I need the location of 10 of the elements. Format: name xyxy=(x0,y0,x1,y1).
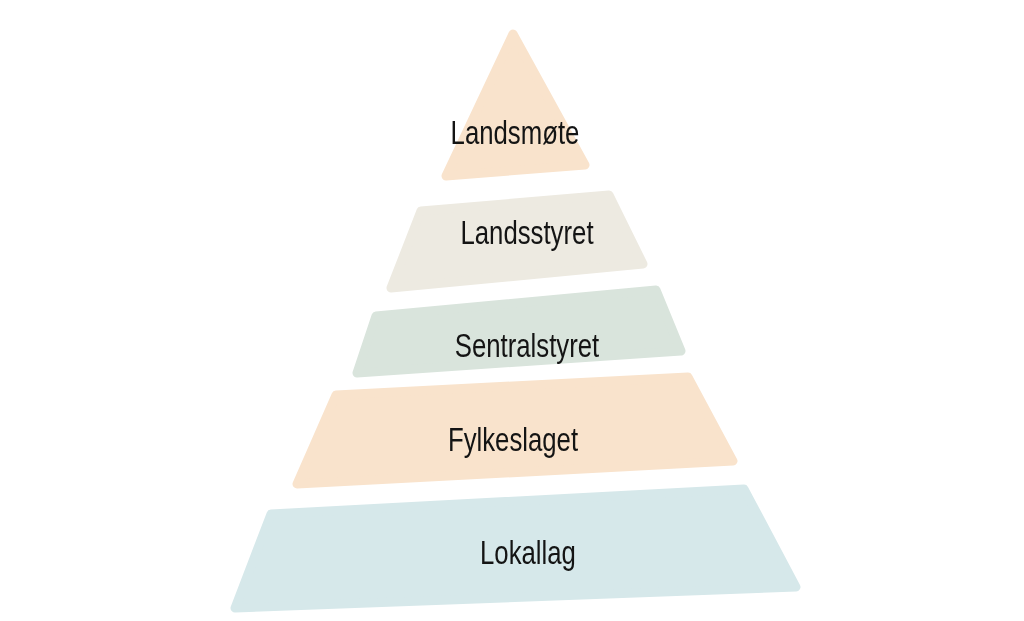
tier-label: Landsstyret xyxy=(460,214,594,252)
pyramid-tier xyxy=(230,484,801,613)
tier-label: Lokallag xyxy=(480,534,576,572)
tier-label: Landsmøte xyxy=(450,114,580,152)
pyramid-tier xyxy=(441,29,590,181)
tier-label: Sentralstyret xyxy=(454,327,600,365)
tier-label: Fylkeslaget xyxy=(447,421,579,459)
pyramid-tier xyxy=(386,190,648,293)
pyramid-tier xyxy=(292,372,738,489)
pyramid-tier xyxy=(352,285,686,378)
